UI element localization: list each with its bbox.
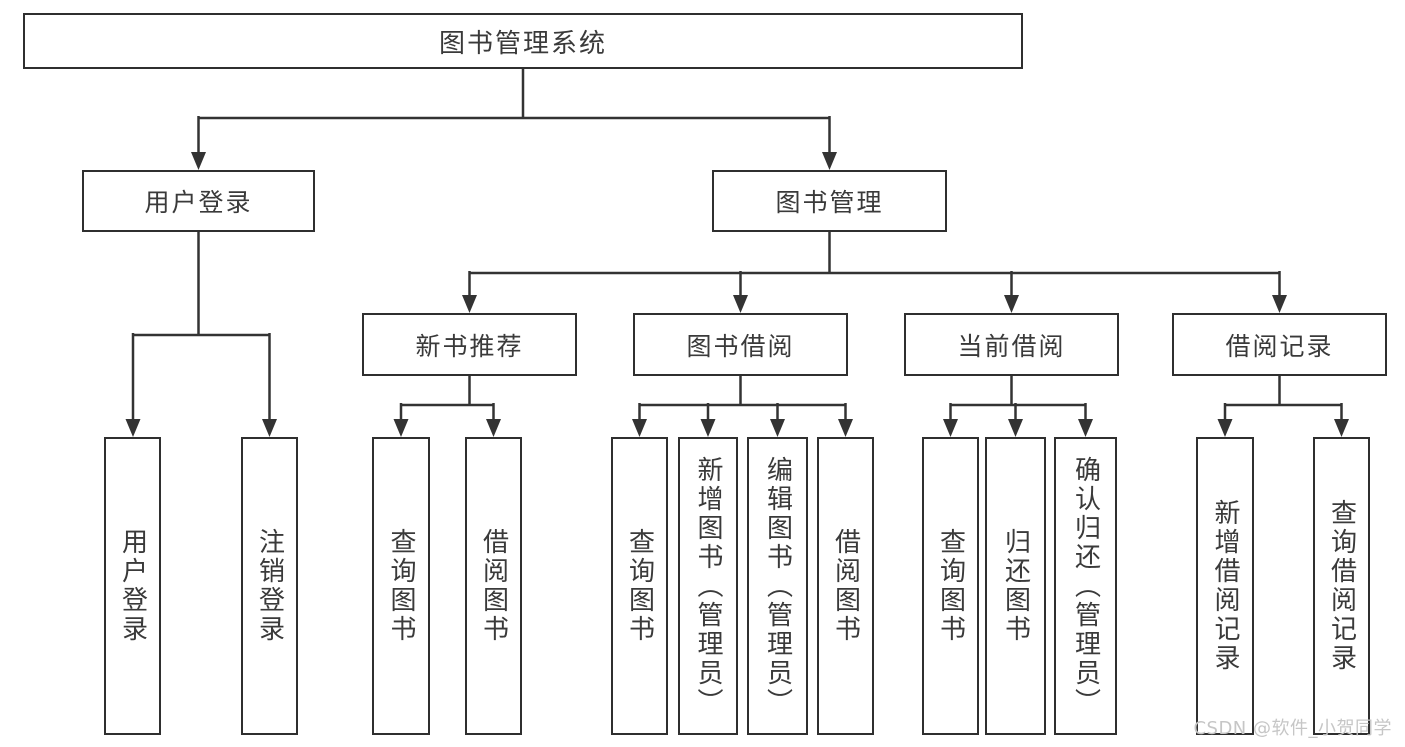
node-label: 查询借阅记录 (1326, 499, 1357, 673)
node-label: 用户登录 (144, 188, 253, 217)
leaf-add-borrow-record: 新增借阅记录 (1196, 437, 1254, 735)
leaf-borrow-book-recommend: 借阅图书 (465, 437, 522, 735)
node-label: 归还图书 (1000, 528, 1031, 644)
node-label: 编辑图书（管理员） (762, 455, 793, 717)
node-label: 当前借阅 (957, 331, 1066, 361)
node-book-borrow: 图书借阅 (633, 313, 848, 376)
leaf-add-book-admin: 新增图书（管理员） (678, 437, 738, 735)
node-new-book-recommend: 新书推荐 (362, 313, 577, 376)
node-borrow-records: 借阅记录 (1172, 313, 1387, 376)
node-label: 确认归还（管理员） (1070, 455, 1101, 717)
node-label: 注销登录 (254, 528, 285, 644)
leaf-borrow-book: 借阅图书 (817, 437, 874, 735)
leaf-query-book-borrow: 查询图书 (611, 437, 668, 735)
node-label: 查询图书 (386, 528, 416, 644)
node-label: 新书推荐 (415, 331, 524, 361)
node-label: 借阅记录 (1225, 331, 1334, 361)
node-label: 用户登录 (117, 528, 148, 644)
csdn-watermark: CSDN @软件_小贺同学 (1193, 718, 1392, 739)
node-label: 借阅图书 (830, 528, 861, 644)
node-user-login: 用户登录 (82, 170, 315, 232)
connector-stems (131, 69, 1343, 421)
node-label: 图书管理 (775, 188, 884, 217)
leaf-query-book-current: 查询图书 (922, 437, 979, 735)
node-current-borrow: 当前借阅 (904, 313, 1119, 376)
node-label: 新增借阅记录 (1210, 499, 1240, 673)
node-label: 新增图书（管理员） (693, 455, 723, 717)
node-system-root: 图书管理系统 (23, 13, 1023, 69)
leaf-user-login: 用户登录 (104, 437, 161, 735)
leaf-logout: 注销登录 (241, 437, 298, 735)
node-label: 查询图书 (935, 528, 966, 644)
node-label: 查询图书 (624, 528, 655, 644)
node-label: 图书借阅 (686, 331, 795, 361)
leaf-confirm-return-admin: 确认归还（管理员） (1054, 437, 1117, 735)
leaf-query-book-recommend: 查询图书 (372, 437, 430, 735)
leaf-edit-book-admin: 编辑图书（管理员） (747, 437, 808, 735)
node-book-management: 图书管理 (712, 170, 947, 232)
leaf-return-book: 归还图书 (985, 437, 1046, 735)
leaf-query-borrow-record: 查询借阅记录 (1313, 437, 1370, 735)
node-label: 图书管理系统 (438, 28, 607, 59)
node-label: 借阅图书 (478, 528, 509, 644)
